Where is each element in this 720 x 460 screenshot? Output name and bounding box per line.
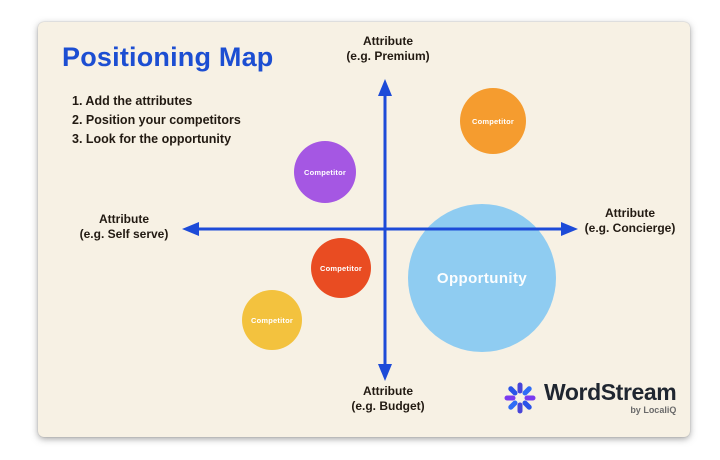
instruction-step-2: 2. Position your competitors — [72, 112, 241, 127]
instruction-step-1: 1. Add the attributes — [72, 94, 193, 108]
axis-label-bottom: Attribute (e.g. Budget) — [308, 384, 468, 414]
positioning-map-card: Positioning Map 1. Add the attributes 2.… — [38, 22, 690, 437]
wordstream-logo: WordStream by LocaliQ — [502, 379, 677, 416]
axis-label-line1: Attribute — [99, 212, 149, 226]
competitor-bubble-orange: Competitor — [460, 88, 526, 154]
page-title: Positioning Map — [62, 42, 274, 72]
axis-label-line2: (e.g. Self serve) — [79, 227, 169, 241]
axis-label-left: Attribute (e.g. Self serve) — [46, 212, 202, 242]
instruction-list: 1. Add the attributes 2. Position your c… — [72, 92, 241, 148]
axis-label-line2: (e.g. Concierge) — [584, 221, 676, 235]
axis-label-right: Attribute (e.g. Concierge) — [550, 206, 710, 236]
axis-label-line1: Attribute — [605, 206, 655, 220]
arrow-up-icon — [378, 79, 392, 96]
axis-label-line2: (e.g. Premium) — [346, 49, 430, 63]
competitor-bubble-yellow: Competitor — [242, 290, 302, 350]
axis-label-top: Attribute (e.g. Premium) — [308, 34, 468, 64]
axis-label-line1: Attribute — [363, 34, 413, 48]
wordstream-starburst-icon — [504, 382, 536, 414]
starburst-center-hole — [516, 394, 524, 402]
instruction-step-3: 3. Look for the opportunity — [72, 131, 232, 146]
axis-label-line2: (e.g. Budget) — [351, 399, 425, 413]
bubble-label: Competitor — [472, 116, 514, 126]
logo-byline: by LocaliQ — [630, 405, 677, 415]
bubble-label: Competitor — [304, 167, 346, 177]
logo-wordmark: WordStream — [544, 379, 677, 405]
bubble-label: Opportunity — [436, 269, 528, 287]
logo-text: WordStream by LocaliQ — [544, 379, 677, 416]
arrow-down-icon — [378, 364, 392, 381]
competitor-bubble-red: Competitor — [311, 238, 371, 298]
axis-label-line1: Attribute — [363, 384, 413, 398]
competitor-bubble-purple: Competitor — [294, 141, 356, 203]
bubble-label: Competitor — [251, 315, 293, 325]
bubble-label: Competitor — [320, 263, 362, 273]
opportunity-bubble: Opportunity — [408, 204, 556, 352]
